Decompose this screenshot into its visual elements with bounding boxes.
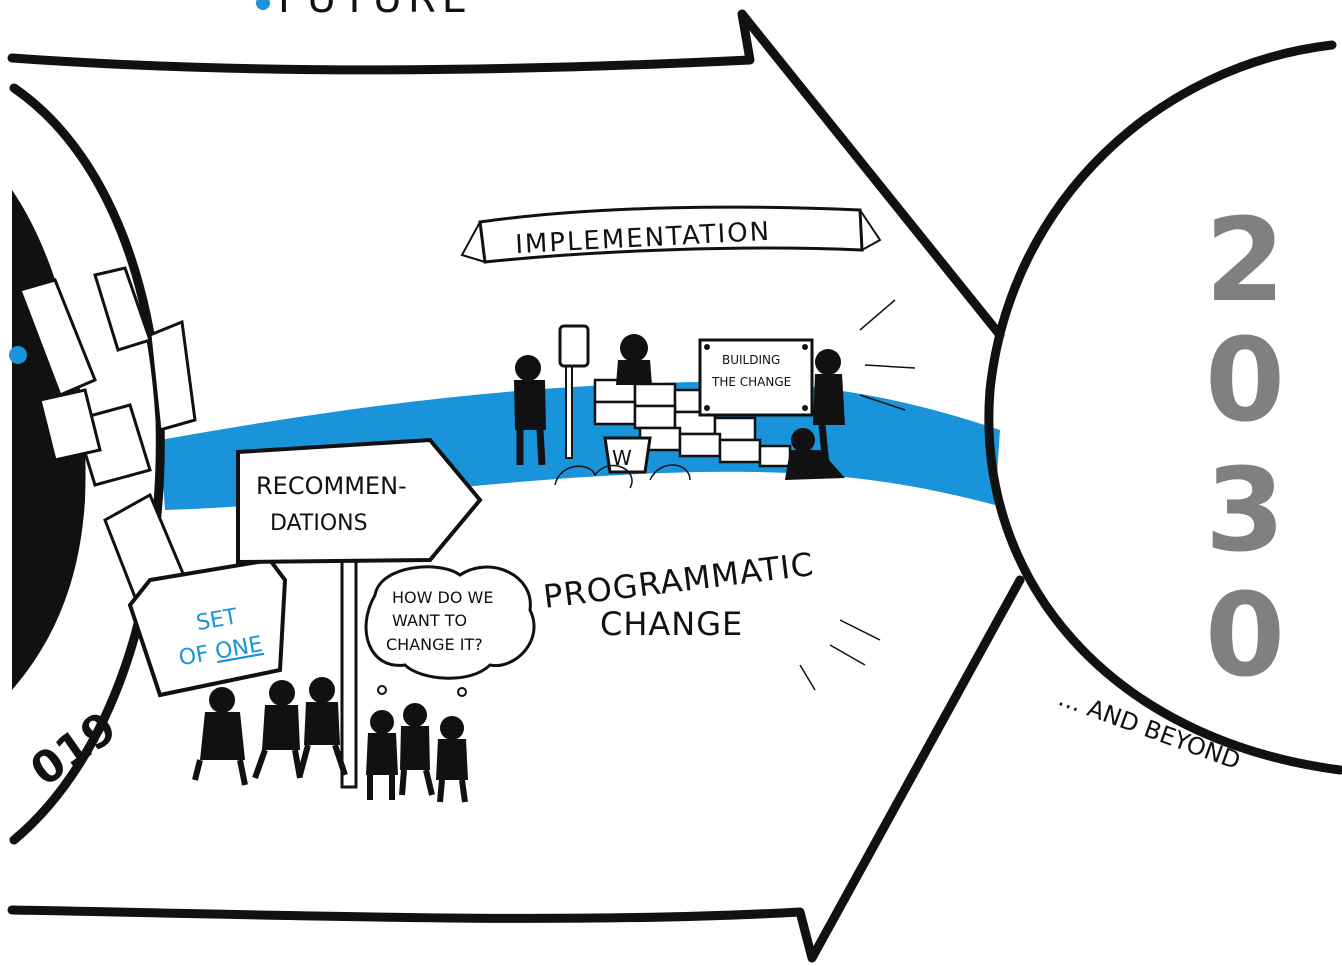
year-digit-2: 0 xyxy=(1205,314,1285,448)
future-circle-outline xyxy=(984,40,1342,775)
left-year-fragment: 019 xyxy=(21,702,125,796)
burst-lines xyxy=(799,299,916,691)
year-digit-3: 3 xyxy=(1205,444,1285,578)
dust-clouds xyxy=(554,464,691,489)
signpost-line2: DATIONS xyxy=(270,511,368,536)
thought-bubble: HOW DO WE WANT TO CHANGE IT? xyxy=(364,565,536,697)
bucket-label: W xyxy=(612,446,632,470)
blue-dot-left xyxy=(9,346,27,364)
crowd-silhouettes xyxy=(192,677,468,803)
signpost: RECOMMEN- DATIONS xyxy=(236,437,483,789)
year-digit-1: 2 xyxy=(1205,194,1285,328)
caption-line2: CHANGE xyxy=(600,605,743,643)
year-digit-4: 0 xyxy=(1205,569,1285,703)
flying-papers xyxy=(18,266,197,612)
thought-line2: WANT TO xyxy=(392,611,467,630)
builder-figures xyxy=(514,334,845,480)
bucket: W xyxy=(603,436,652,474)
blue-dot-top xyxy=(256,0,270,10)
stop-sign xyxy=(558,324,590,459)
top-word: FUTURE xyxy=(278,0,473,22)
thought-line3: CHANGE IT? xyxy=(386,635,483,654)
arrow-outline xyxy=(7,9,1025,963)
thought-line1: HOW DO WE xyxy=(392,588,493,607)
building-sign: BUILDING THE CHANGE xyxy=(698,338,814,417)
folder-line2: OF ONE xyxy=(177,632,265,671)
signpost-line1: RECOMMEN- xyxy=(256,472,407,500)
folder: SET OF ONE xyxy=(127,557,288,698)
implementation-banner: IMPLEMENTATION xyxy=(460,205,882,264)
building-sign-line2: THE CHANGE xyxy=(711,375,791,389)
building-sign-line1: BUILDING xyxy=(722,353,780,367)
